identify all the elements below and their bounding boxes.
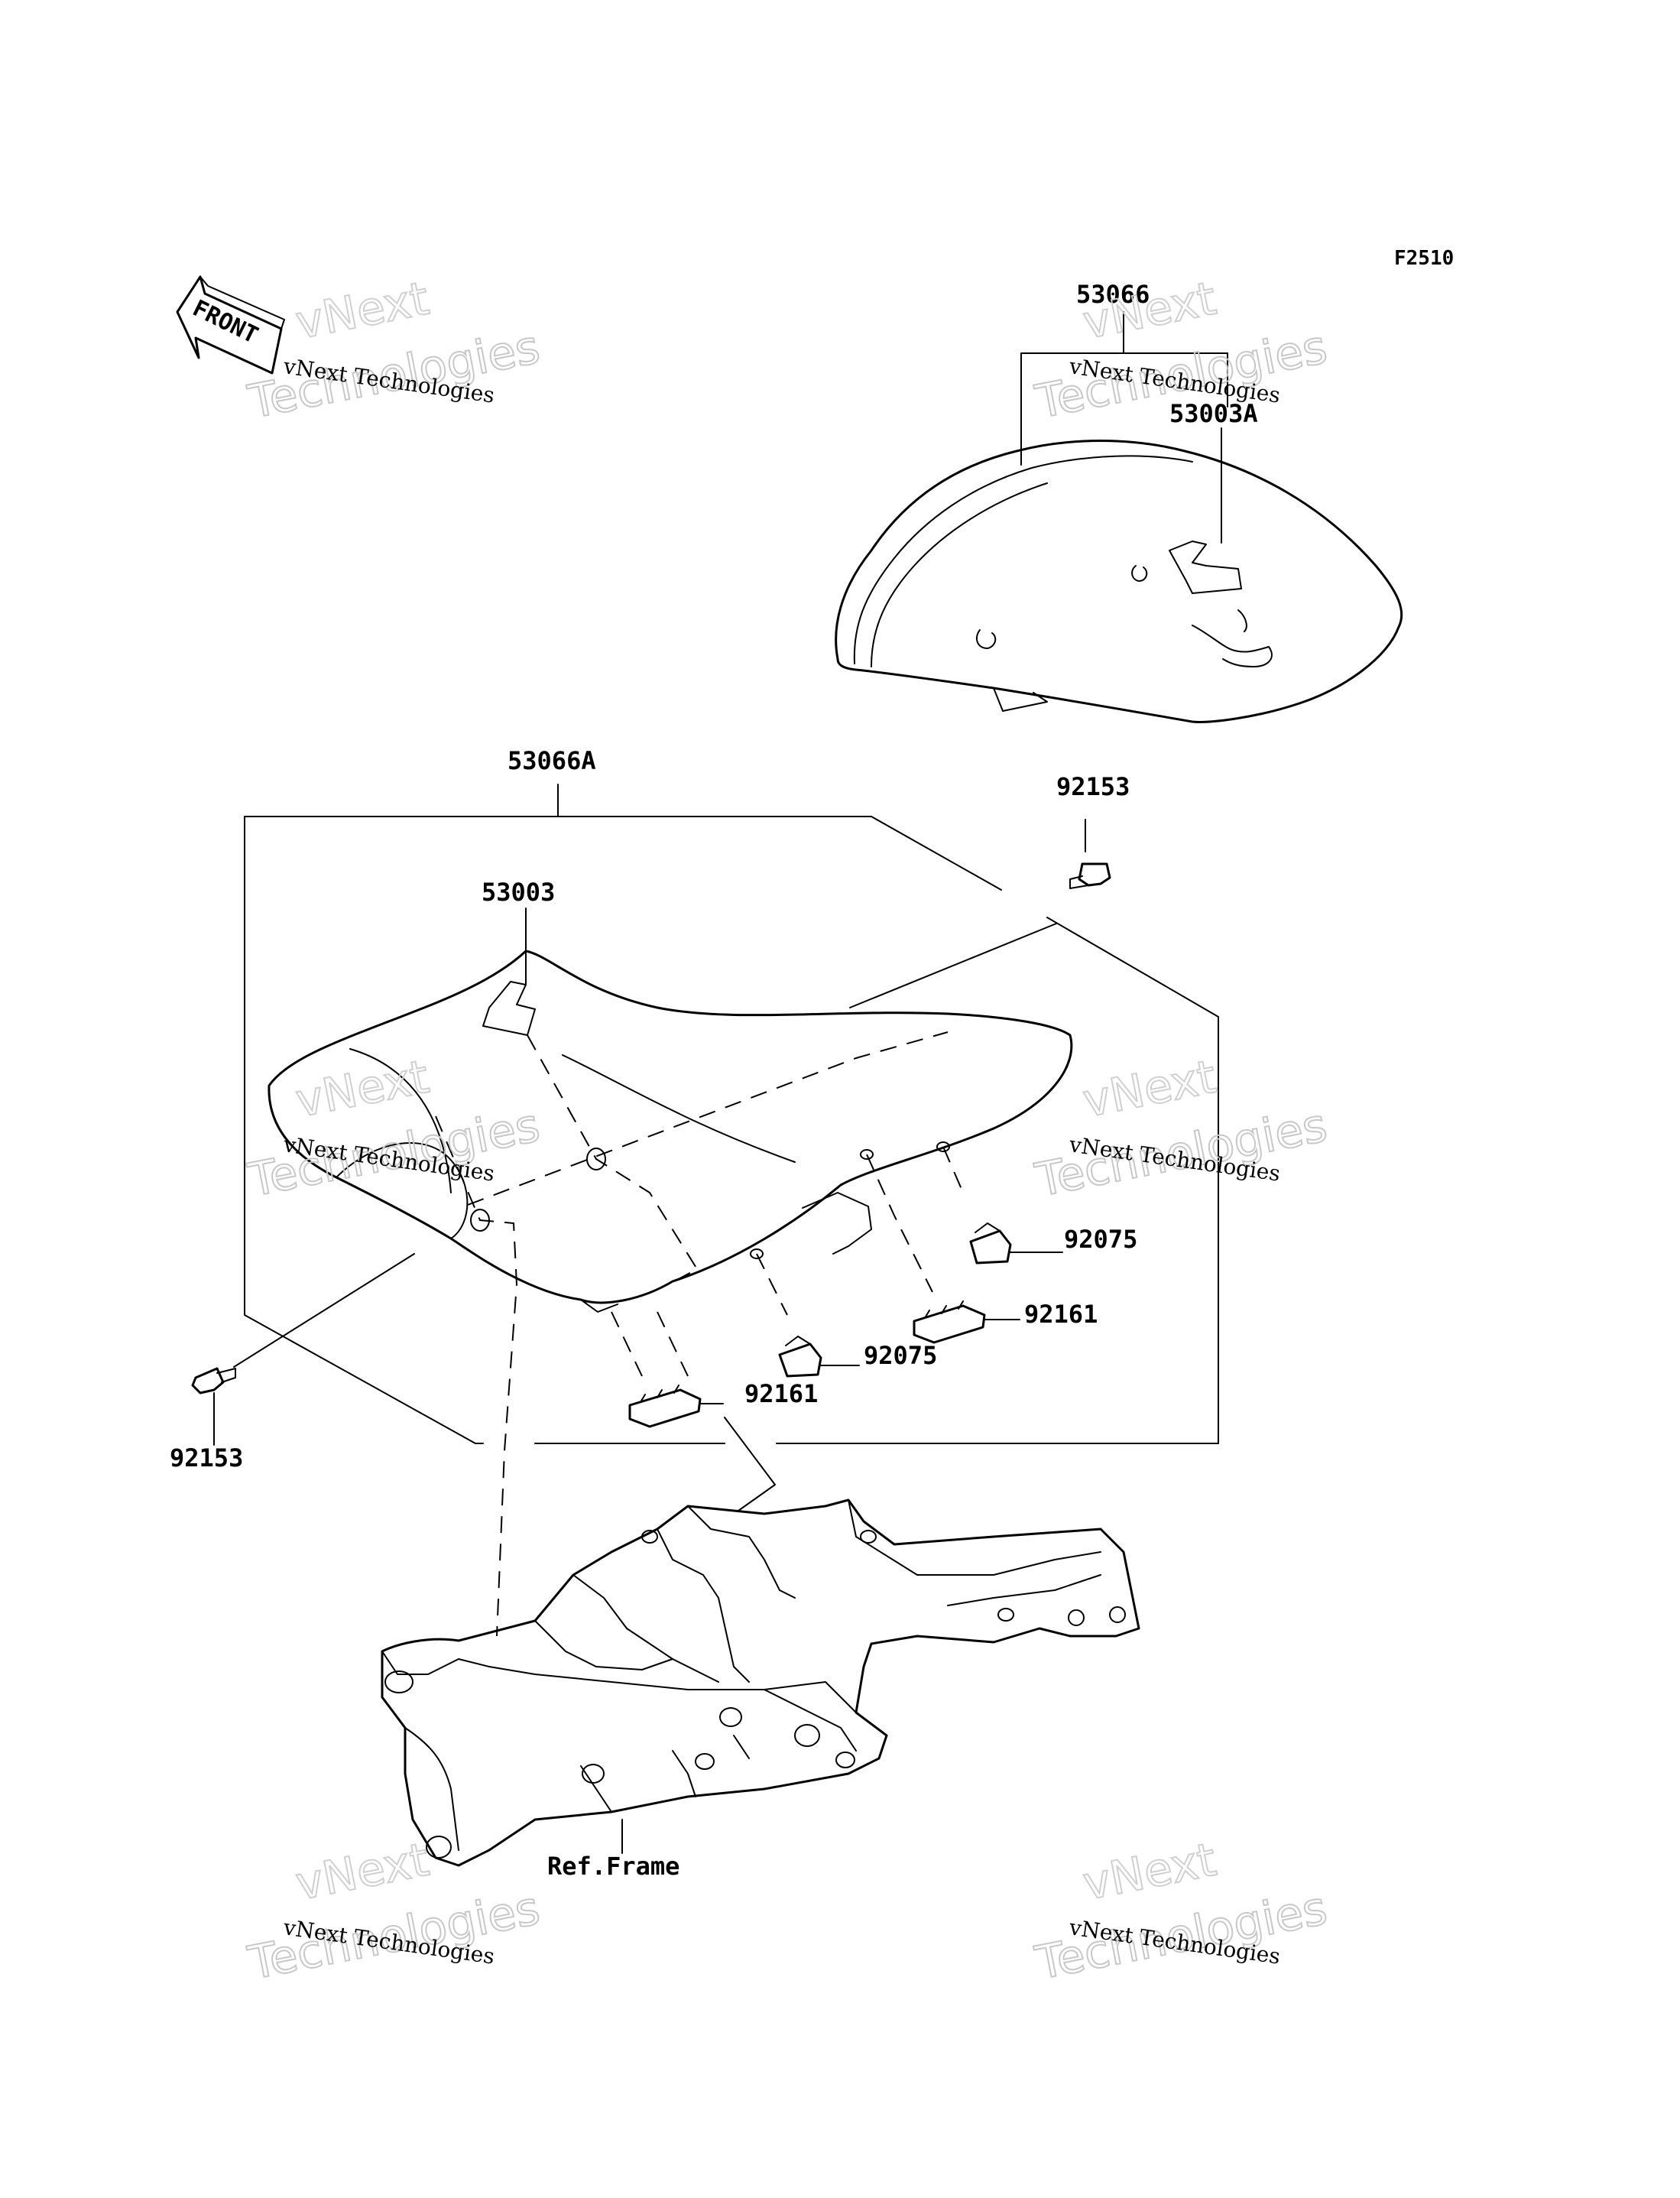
part-label-92153-left: 92153	[170, 1443, 243, 1472]
diagram-id: F2510	[1394, 247, 1454, 270]
frame-drawing	[381, 1498, 1140, 1867]
part-label-92161-right: 92161	[1024, 1300, 1098, 1329]
watermark-3: vNext Technologies	[243, 1050, 545, 1209]
part-label-92075-right: 92075	[1064, 1225, 1137, 1254]
part-label-ref-frame: Ref.Frame	[547, 1852, 679, 1881]
front-arrow-icon: FRONT	[176, 275, 285, 375]
watermark-6: vNext Technologies	[1030, 1833, 1332, 1992]
part-label-53066: 53066	[1076, 280, 1150, 309]
part-label-92153-right: 92153	[1056, 772, 1130, 801]
svg-text:vNext: vNext	[1078, 1833, 1220, 1911]
watermark-2: vNext Technologies	[1030, 271, 1332, 430]
part-label-92161-center: 92161	[744, 1379, 818, 1408]
svg-text:vNext: vNext	[291, 1833, 433, 1911]
seat-assembly-drawing	[191, 784, 1219, 1637]
passenger-seat-drawing	[835, 311, 1403, 723]
part-label-53003A: 53003A	[1169, 399, 1258, 428]
svg-text:vNext: vNext	[291, 1050, 433, 1128]
part-label-53066A: 53066A	[508, 746, 596, 775]
svg-text:vNext: vNext	[291, 272, 433, 350]
watermark-5: vNext Technologies	[243, 1833, 545, 1992]
watermark-4: vNext Technologies	[1030, 1050, 1332, 1209]
svg-text:vNext: vNext	[1078, 1050, 1220, 1128]
part-label-92075-center: 92075	[864, 1341, 937, 1370]
part-label-53003: 53003	[482, 878, 555, 907]
